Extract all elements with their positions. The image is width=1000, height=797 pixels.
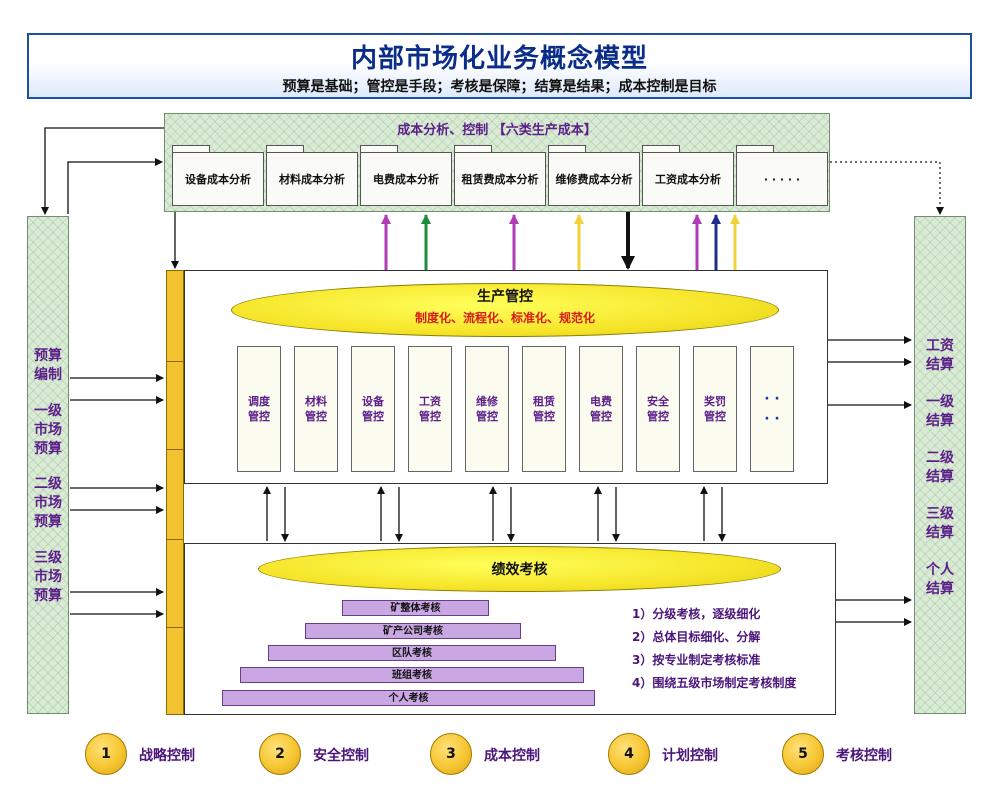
folder-tab: [360, 145, 398, 153]
settlement-column: 工资结算 一级结算 二级结算 三级结算 个人结算: [914, 216, 966, 714]
control-bar: [166, 270, 184, 715]
note-4: 4）围绕五级市场制定考核制度: [632, 676, 797, 690]
control-more: · · · ·: [750, 346, 794, 472]
note-3: 3）按专业制定考核标准: [632, 653, 761, 667]
bar-divider: [167, 539, 183, 540]
page-subtitle: 预算是基础；管控是手段；考核是保障；结算是结果；成本控制是目标: [282, 79, 717, 95]
cost-item-repair: 维修费成本分析: [548, 152, 640, 206]
header-banner: 内部市场化业务概念模型 预算是基础；管控是手段；考核是保障；结算是结果；成本控制…: [27, 33, 972, 99]
cost-panel-title: 成本分析、控制 【六类生产成本】: [397, 123, 597, 138]
folder-tab: [454, 145, 492, 153]
arrow-panel-to-left-column: [41, 127, 164, 215]
control-dispatch: 调度管控: [237, 346, 281, 472]
cost-item-more: · · · · ·: [736, 152, 828, 206]
folder-tab: [642, 145, 680, 153]
control-material: 材料管控: [294, 346, 338, 472]
level3-settlement-label: 三级结算: [926, 506, 954, 541]
production-ellipse: [231, 283, 779, 337]
note-1: 1）分级考核，逐级细化: [632, 607, 761, 621]
folder-tab: [266, 145, 304, 153]
pyramid-level-team: 区队考核: [268, 645, 556, 661]
performance-ellipse: [258, 546, 781, 592]
production-title: 生产管控: [477, 289, 533, 305]
cost-item-wages: 工资成本分析: [642, 152, 734, 206]
folder-tab: [736, 145, 774, 153]
folder-tab: [172, 145, 210, 153]
bar-divider: [167, 627, 183, 628]
performance-title: 绩效考核: [491, 562, 548, 578]
cost-item-rent: 租赁费成本分析: [454, 152, 546, 206]
arrow-left-column-to-panel: [67, 158, 163, 214]
control-electricity: 电费管控: [579, 346, 623, 472]
level2-settlement-label: 二级结算: [926, 450, 954, 485]
bar-divider: [167, 449, 183, 450]
legend-label-strategy: 战略控制: [139, 748, 195, 764]
legend-circle-5: 5: [782, 733, 824, 775]
legend-circle-3: 3: [430, 733, 472, 775]
level3-budget-label: 三级市场预算: [34, 550, 62, 604]
wage-settlement-label: 工资结算: [926, 338, 954, 373]
pyramid-level-company: 矿产公司考核: [305, 623, 521, 639]
legend-circle-2: 2: [259, 733, 301, 775]
level2-budget-label: 二级市场预算: [34, 476, 62, 530]
control-safety: 安全管控: [636, 346, 680, 472]
budget-column: 预算编制 一级市场预算 二级市场预算 三级市场预算: [27, 216, 69, 714]
level1-budget-label: 一级市场预算: [34, 403, 62, 457]
budget-compile-label: 预算编制: [34, 348, 62, 383]
pyramid-level-mine: 矿整体考核: [342, 600, 489, 616]
legend-circle-1: 1: [85, 733, 127, 775]
legend-circle-4: 4: [608, 733, 650, 775]
arrow-panel-to-right-column: [830, 161, 944, 215]
cost-item-material: 材料成本分析: [266, 152, 358, 206]
cost-item-electricity: 电费成本分析: [360, 152, 452, 206]
control-equipment: 设备管控: [351, 346, 395, 472]
legend-label-safety: 安全控制: [313, 748, 369, 764]
production-subtitle: 制度化、流程化、标准化、规范化: [414, 311, 595, 325]
control-repair: 维修管控: [465, 346, 509, 472]
control-wages: 工资管控: [408, 346, 452, 472]
cost-item-equipment: 设备成本分析: [172, 152, 264, 206]
legend-label-plan: 计划控制: [662, 748, 718, 764]
arrow-pairs-production-performance: [263, 486, 726, 542]
control-rent: 租赁管控: [522, 346, 566, 472]
folder-tab: [548, 145, 586, 153]
legend-label-cost: 成本控制: [484, 748, 540, 764]
legend-label-assessment: 考核控制: [836, 748, 892, 764]
pyramid-level-group: 班组考核: [240, 667, 584, 683]
control-reward: 奖罚管控: [693, 346, 737, 472]
pyramid-level-personal: 个人考核: [222, 690, 595, 706]
personal-settlement-label: 个人结算: [926, 562, 954, 597]
page-title: 内部市场化业务概念模型: [350, 44, 648, 74]
bar-divider: [167, 361, 183, 362]
level1-settlement-label: 一级结算: [926, 394, 954, 429]
note-2: 2）总体目标细化、分解: [632, 630, 761, 644]
